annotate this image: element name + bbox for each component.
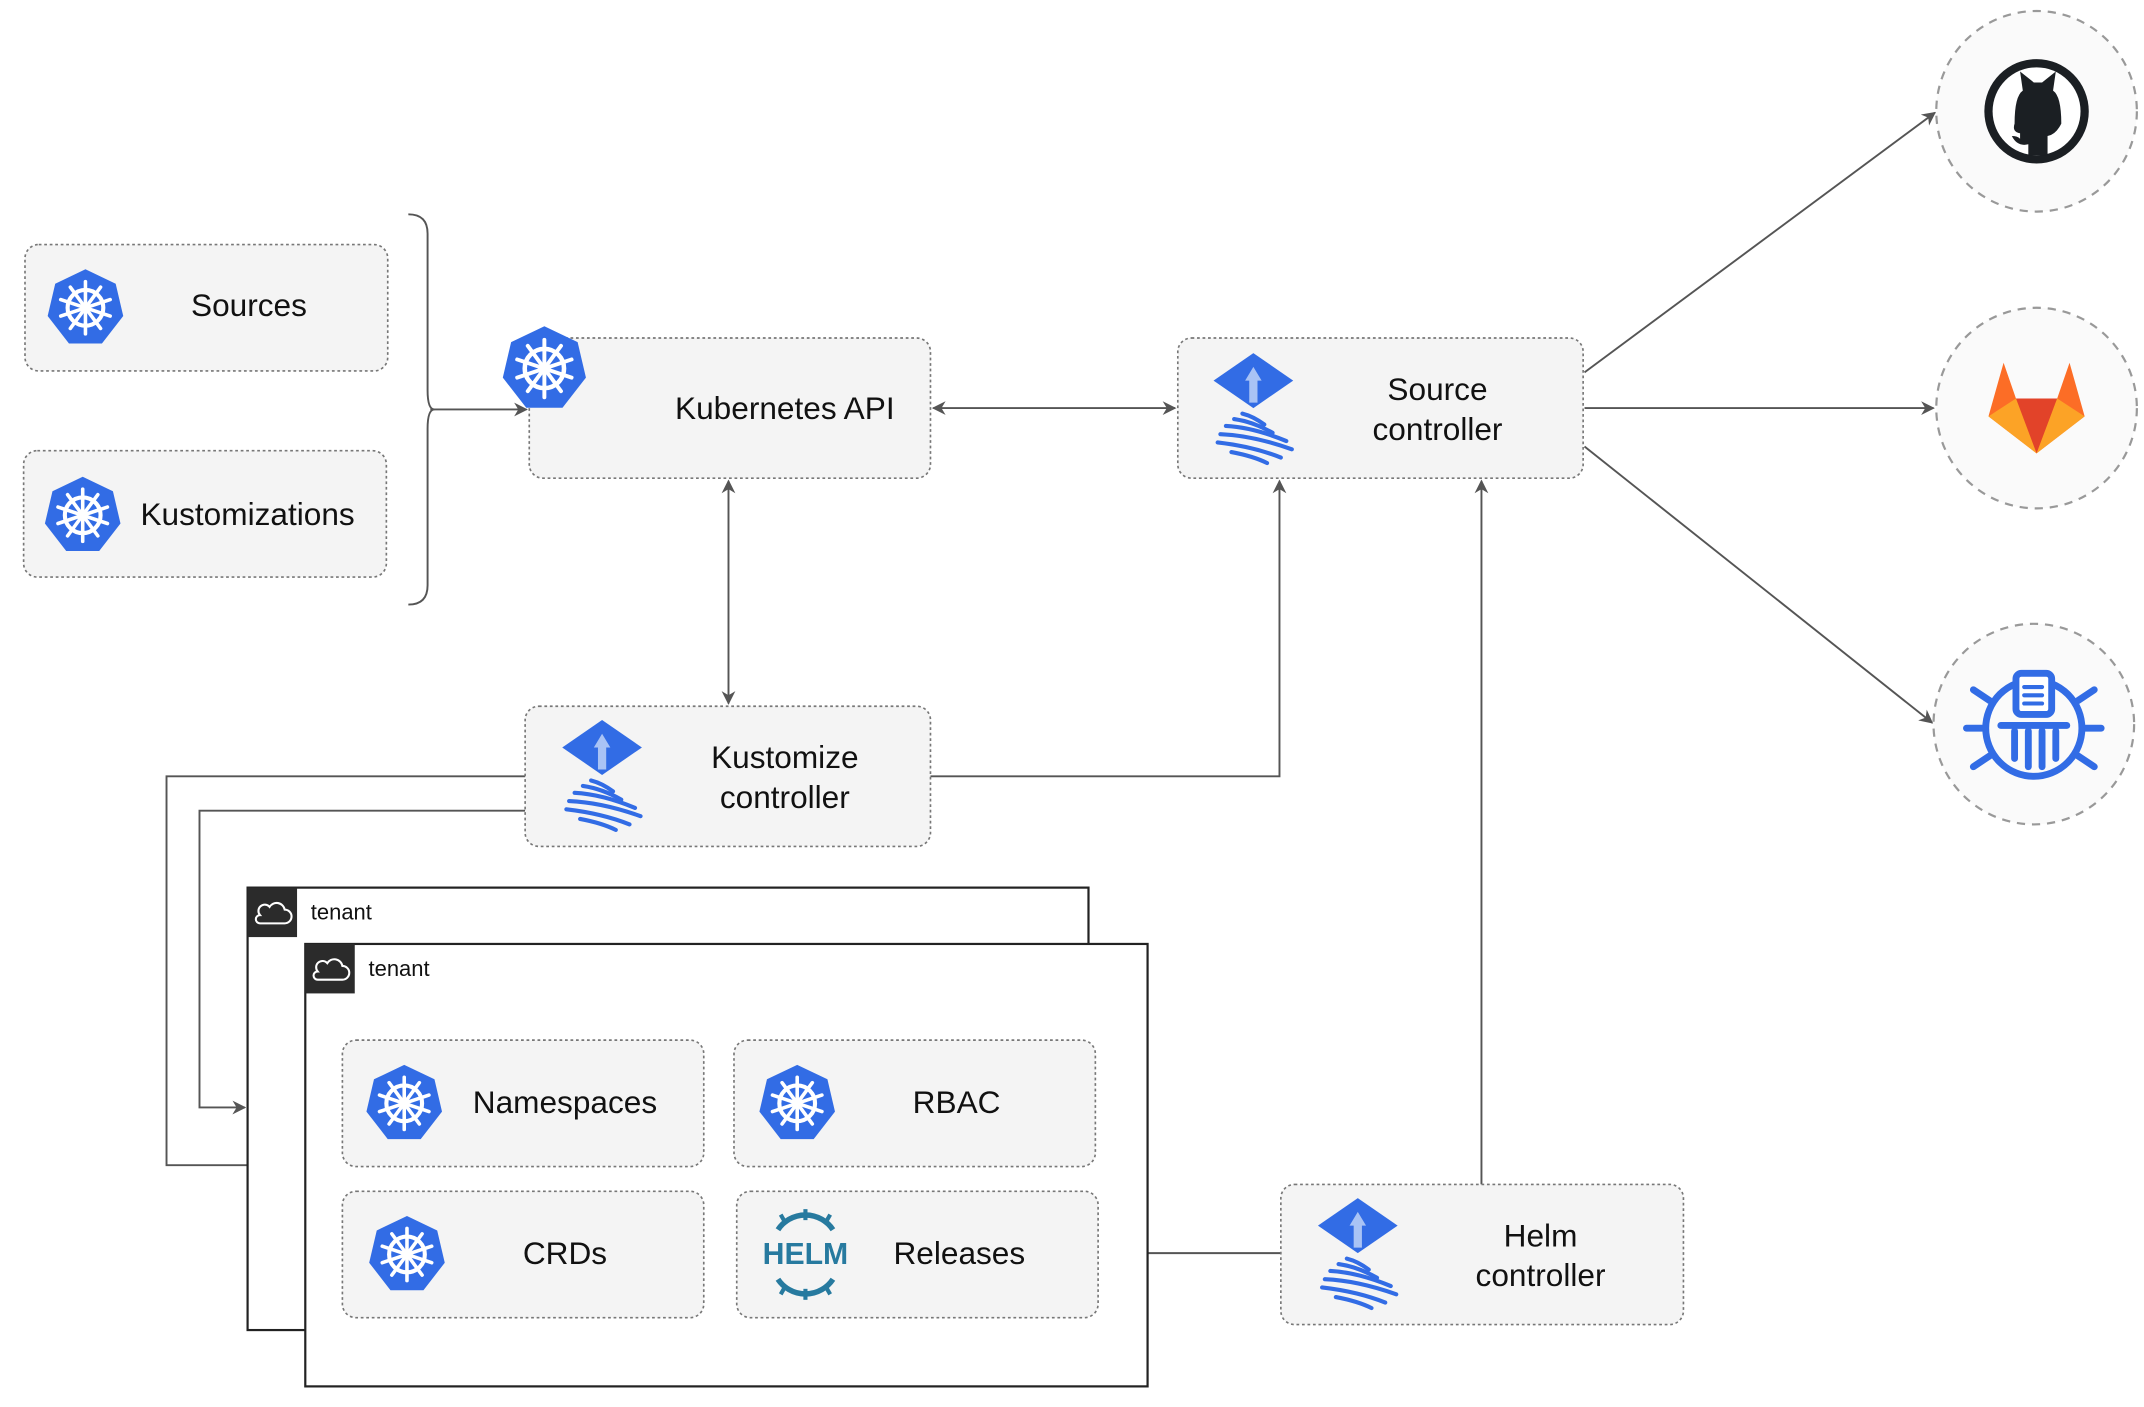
releases-node: HELM Releases	[735, 1190, 1099, 1319]
helm-controller-label-line2: controller	[1476, 1257, 1606, 1293]
kustomize-controller-label-line2: controller	[720, 779, 850, 815]
source-controller-label-line1: Source	[1387, 371, 1487, 407]
gitlab-node	[1935, 306, 2138, 510]
cloud-icon	[312, 958, 351, 981]
kustomize-controller-node: Kustomize controller	[524, 705, 932, 848]
releases-label: Releases	[893, 1235, 1025, 1271]
crds-label: CRDs	[523, 1235, 607, 1271]
source-controller-node: Source controller	[1176, 337, 1584, 479]
rbac-label: RBAC	[913, 1084, 1001, 1120]
sources-node: Sources	[24, 243, 389, 372]
crds-node: CRDs	[341, 1190, 705, 1319]
kustomize-controller-label-line1: Kustomize	[711, 739, 858, 775]
arrow-kustomize-to-tenant-front	[165, 775, 526, 1173]
kustomizations-node: Kustomizations	[22, 449, 388, 578]
helm-controller-node: Helm controller	[1280, 1183, 1685, 1326]
tenant-label: tenant	[311, 900, 372, 925]
arrow-kustomize-to-tenant-back	[198, 809, 526, 1115]
rbac-node: RBAC	[733, 1039, 1097, 1168]
arrow-source-to-github	[1583, 111, 1936, 374]
arrow-source-to-bucket	[1583, 445, 1934, 724]
helm-controller-label-line1: Helm	[1504, 1217, 1578, 1253]
github-icon	[1984, 59, 2089, 164]
source-controller-label-line2: controller	[1373, 411, 1503, 447]
bucket-icon	[1963, 669, 2105, 780]
cloud-icon	[254, 901, 293, 925]
arrow-kustomize-to-source	[930, 479, 1287, 778]
sources-label: Sources	[191, 287, 307, 323]
tenant-label: tenant	[369, 956, 430, 981]
kubernetes-api-node: Kubernetes API	[503, 326, 932, 479]
kustomizations-label: Kustomizations	[140, 496, 354, 532]
namespaces-node: Namespaces	[341, 1039, 705, 1168]
helm-logo-text: HELM	[763, 1238, 849, 1271]
github-node	[1935, 9, 2138, 213]
gitlab-icon	[1988, 362, 2085, 454]
namespaces-label: Namespaces	[473, 1084, 657, 1120]
tenant-front: tenant Namespaces RBAC CRDs HELM Release…	[304, 942, 1149, 1388]
kubernetes-api-label: Kubernetes API	[675, 390, 895, 426]
helm-icon: HELM	[763, 1209, 849, 1300]
bucket-node	[1932, 622, 2136, 826]
